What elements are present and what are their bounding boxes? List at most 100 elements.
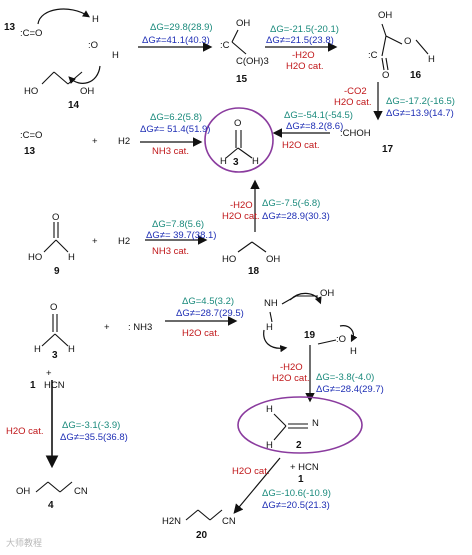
delta-g-r2: ΔG=-21.5(-20.1) bbox=[270, 24, 339, 35]
molecule-number-9: 9 bbox=[54, 266, 60, 277]
bond bbox=[67, 71, 83, 85]
catalyst-r5: NH3 cat. bbox=[152, 146, 189, 157]
catalyst-r3: H2O cat. bbox=[334, 97, 372, 108]
molecule-number-18: 18 bbox=[248, 266, 260, 277]
highlight-ellipse-3 bbox=[204, 107, 274, 173]
bond bbox=[385, 57, 389, 71]
delta-g-r9: ΔG=-3.8(-4.0) bbox=[316, 372, 375, 383]
bond bbox=[251, 241, 267, 253]
bond bbox=[231, 41, 247, 55]
bond bbox=[381, 23, 387, 37]
delta-g-r11: ΔG=-10.6(-10.9) bbox=[262, 488, 331, 499]
plus-sign: + bbox=[92, 236, 98, 247]
bond bbox=[225, 147, 239, 159]
bond bbox=[35, 481, 49, 493]
hcn: HCN bbox=[44, 380, 65, 391]
bond bbox=[231, 29, 239, 43]
atom-o: :O bbox=[336, 334, 347, 345]
atom-o: O bbox=[52, 212, 60, 223]
catalyst-r10: H2O cat. bbox=[6, 426, 44, 437]
activation-energy-r4: ΔG≠=8.2(8.6) bbox=[286, 121, 344, 132]
atom-cn: CN bbox=[74, 486, 88, 497]
atom-h2n: H2N bbox=[162, 516, 182, 527]
h2: H2 bbox=[118, 136, 131, 147]
delta-g-r3: ΔG=-17.2(-16.5) bbox=[386, 96, 455, 107]
bond bbox=[381, 57, 385, 71]
atom-h: H bbox=[34, 344, 41, 355]
molecule-number-1: 1 bbox=[298, 474, 304, 485]
bond bbox=[273, 413, 287, 427]
curved-arrow bbox=[37, 8, 90, 25]
molecule-number-3: 3 bbox=[52, 350, 58, 361]
h2: H2 bbox=[118, 236, 131, 247]
activation-energy-r5: ΔG≠= 51.4(51.9) bbox=[140, 124, 211, 135]
delta-g-r7: ΔG=-7.5(-6.8) bbox=[262, 198, 321, 209]
atom-h: H bbox=[266, 440, 273, 451]
bond bbox=[197, 509, 211, 521]
atom-h: H bbox=[266, 404, 273, 415]
atom-oh: OH bbox=[16, 486, 31, 497]
activation-energy-r9: ΔG≠=28.4(29.7) bbox=[316, 384, 384, 395]
catalyst-r7: H2O cat. bbox=[222, 211, 260, 222]
bond bbox=[317, 339, 337, 345]
activation-energy-r6: ΔG≠= 39.7(38.1) bbox=[146, 230, 217, 241]
atom-oh: OH bbox=[320, 288, 335, 299]
bond bbox=[237, 147, 253, 159]
catalyst-r11: H2O cat. bbox=[232, 466, 270, 477]
atom-h: H bbox=[266, 322, 273, 333]
atom-ho: HO bbox=[28, 252, 43, 263]
atom-c: :C bbox=[368, 50, 378, 61]
atom-ho: HO bbox=[24, 86, 39, 97]
catalyst-r9: H2O cat. bbox=[272, 373, 310, 384]
atom-h: H bbox=[92, 14, 99, 25]
atom-co: :C=O bbox=[20, 130, 43, 141]
plus-sign: + bbox=[104, 322, 110, 333]
delta-g-r10: ΔG=-3.1(-3.9) bbox=[62, 420, 121, 431]
reaction-arrow-r11 bbox=[233, 457, 281, 514]
plus-sign: + bbox=[92, 136, 98, 147]
delta-g-r8: ΔG=4.5(3.2) bbox=[182, 296, 235, 307]
molecule-number-13: 13 bbox=[4, 22, 16, 33]
molecule-number-2: 2 bbox=[296, 440, 302, 451]
bond bbox=[53, 71, 69, 85]
activation-energy-r2: ΔG≠=21.5(23.8) bbox=[266, 35, 334, 46]
atom-13-co: :C=O bbox=[20, 28, 43, 39]
catalyst-r2: H2O cat. bbox=[286, 61, 324, 72]
bond bbox=[385, 35, 403, 45]
bond bbox=[59, 481, 73, 493]
atom-o: O bbox=[404, 36, 412, 47]
atom-oh: OH bbox=[266, 254, 281, 265]
bond bbox=[54, 333, 69, 347]
activation-energy-r11: ΔG≠=20.5(21.3) bbox=[262, 500, 330, 511]
molecule-number-1: 1 bbox=[30, 380, 36, 391]
molecule-number-16: 16 bbox=[410, 70, 422, 81]
molecule-number-3: 3 bbox=[233, 157, 239, 168]
atom-oh: OH bbox=[236, 18, 251, 29]
bond bbox=[281, 295, 297, 305]
activation-energy-r3: ΔG≠=13.9(14.7) bbox=[386, 108, 454, 119]
atom-o: O bbox=[50, 302, 58, 313]
molecule-number-13: 13 bbox=[24, 146, 36, 157]
watermark: 大师教程 bbox=[6, 538, 43, 548]
activation-energy-r1: ΔG≠=41.1(40.3) bbox=[142, 35, 210, 46]
bond bbox=[269, 311, 273, 323]
highlight-ellipse-2 bbox=[237, 396, 363, 454]
condition-r2: -H2O bbox=[292, 50, 315, 61]
molecule-number-4: 4 bbox=[48, 500, 54, 511]
atom-h: H bbox=[220, 156, 227, 167]
activation-energy-r10: ΔG≠=35.5(36.8) bbox=[60, 432, 128, 443]
atom-h: H bbox=[112, 50, 119, 61]
bond bbox=[41, 71, 55, 85]
atom-h: H bbox=[428, 54, 435, 65]
plus-sign: + bbox=[46, 368, 52, 379]
atom-n: N bbox=[312, 418, 319, 429]
condition-r7: -H2O bbox=[230, 200, 253, 211]
atom-h: H bbox=[350, 346, 357, 357]
catalyst-r8: H2O cat. bbox=[182, 328, 220, 339]
bond bbox=[185, 509, 199, 521]
atom-oh: OH bbox=[80, 86, 95, 97]
atom-o: O bbox=[234, 118, 242, 129]
bond bbox=[43, 239, 57, 253]
delta-g-r6: ΔG=7.8(5.6) bbox=[152, 219, 205, 230]
molecule-number-14: 14 bbox=[68, 100, 80, 111]
